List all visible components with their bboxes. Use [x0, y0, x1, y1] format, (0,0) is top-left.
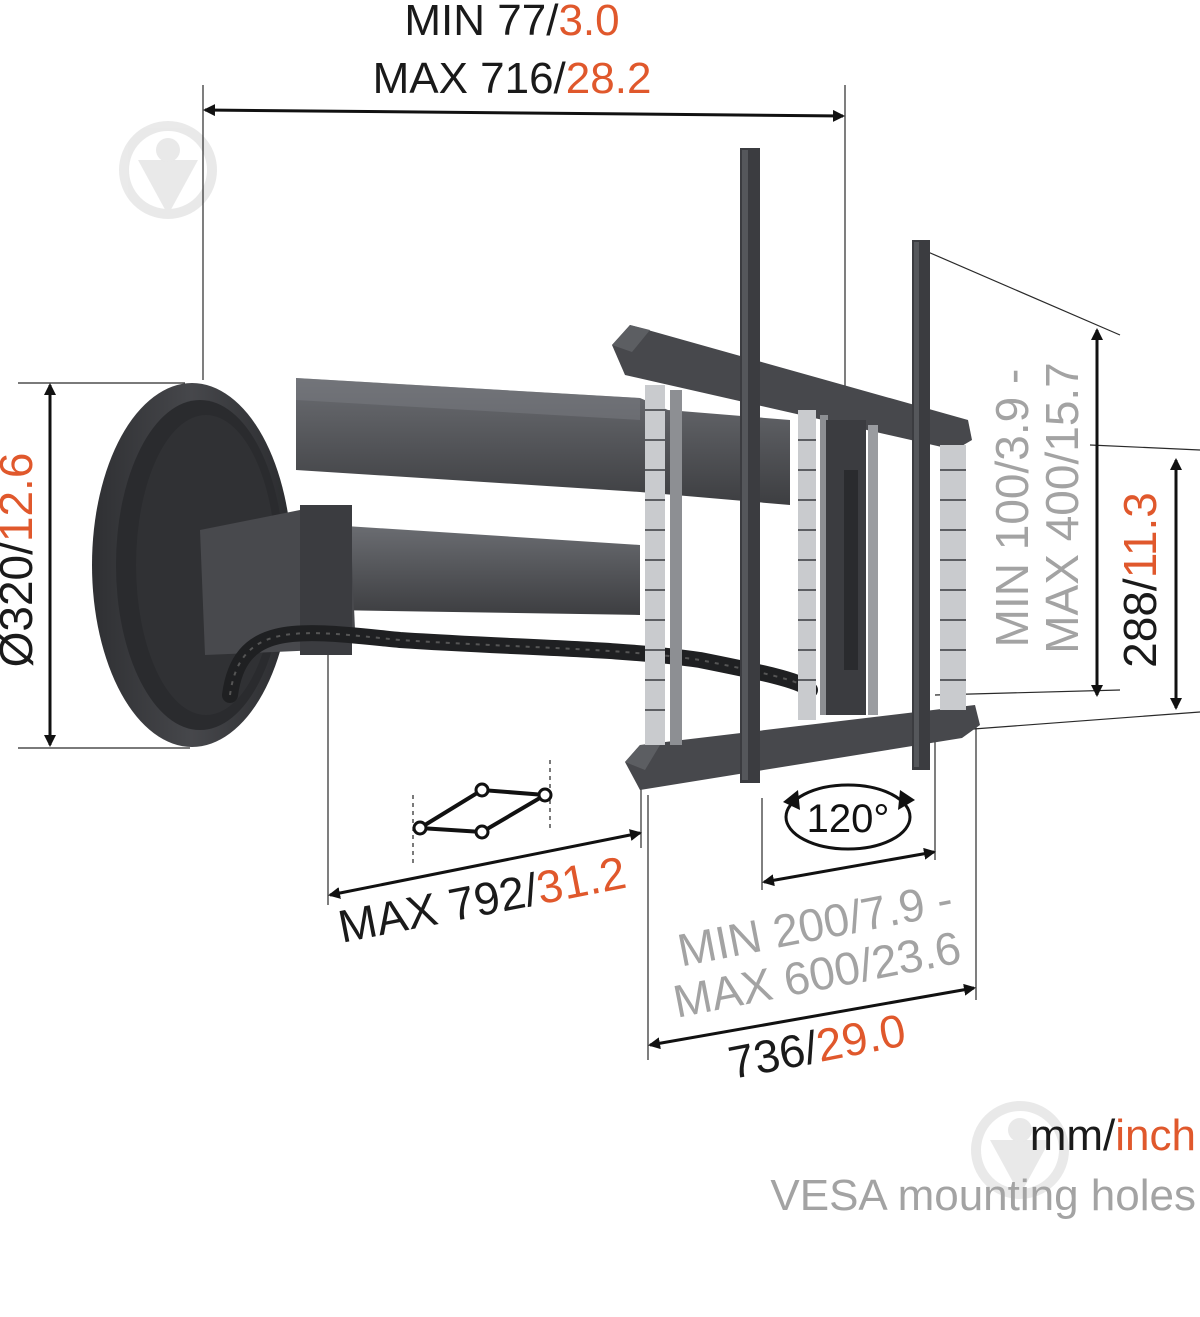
vesa-vertical-min-label: MIN 100/3.9 -: [986, 369, 1038, 648]
depth-max-label: MAX 716/28.2: [373, 54, 652, 103]
vertical-height-label: 288/11.3: [1114, 492, 1166, 668]
pin-watermark-icon: [971, 1101, 1069, 1199]
arm-extension-arrow: [328, 829, 642, 899]
vesa-vertical-max-label: MAX 400/15.7: [1036, 362, 1088, 654]
rotation-label: 120°: [807, 797, 890, 841]
units-legend: mm/inch: [1030, 1111, 1196, 1160]
vertical-rails: [645, 385, 966, 745]
vesa-horizontal-arrow: [762, 847, 936, 887]
depth-arrow: [203, 104, 845, 122]
pin-watermark-icon: [119, 121, 217, 219]
upper-arm: [296, 378, 790, 505]
wall-mount-product: [92, 148, 980, 790]
frame-width-arrow: [648, 983, 976, 1050]
bottom-rail: [625, 705, 980, 790]
lower-arm: [330, 525, 640, 615]
arm-extension-label: MAX 792/31.2: [334, 846, 630, 953]
vesa-legend: VESA mounting holes: [770, 1171, 1196, 1220]
articulated-arm-icon: [412, 760, 553, 865]
depth-min-label: MIN 77/3.0: [404, 0, 619, 45]
rotation-arrow-icon: 120°: [783, 783, 915, 851]
top-rail: [612, 325, 972, 450]
plate-diameter-label: Ø320/12.6: [0, 453, 42, 668]
